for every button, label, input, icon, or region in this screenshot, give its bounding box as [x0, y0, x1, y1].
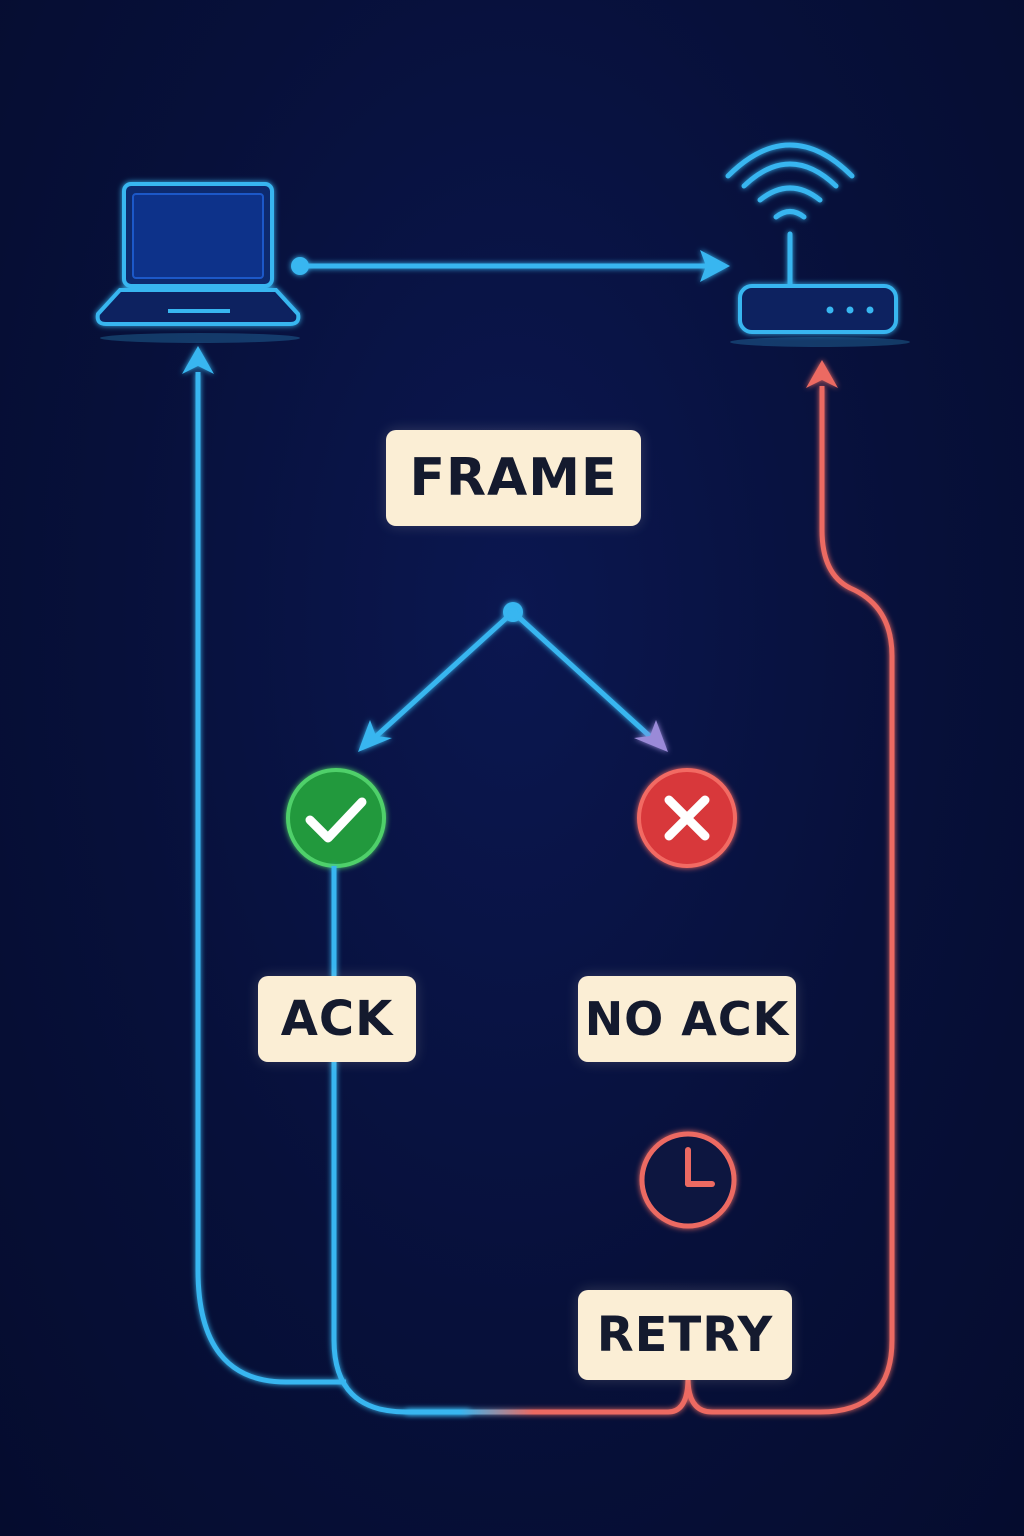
frame-label: FRAME: [386, 430, 641, 526]
wifi-router-icon: [725, 142, 898, 334]
ack-return-arrow: [182, 346, 346, 1385]
no-ack-label: NO ACK: [578, 976, 796, 1062]
laptop-icon: [95, 182, 301, 326]
ack-path: [331, 866, 470, 1415]
close-icon: [637, 768, 737, 868]
clock-icon: [639, 1131, 737, 1229]
ack-branch-arrow: [358, 610, 515, 752]
noack-branch-arrow: [511, 610, 668, 752]
retry-return-arrowhead: [806, 360, 838, 388]
check-icon: [286, 768, 386, 868]
ack-label: ACK: [258, 976, 416, 1062]
device-shadows: [100, 333, 910, 347]
bottom-merge-path: [406, 386, 895, 1415]
frame-transmit-arrow: [291, 250, 730, 282]
retry-label: RETRY: [578, 1290, 792, 1380]
